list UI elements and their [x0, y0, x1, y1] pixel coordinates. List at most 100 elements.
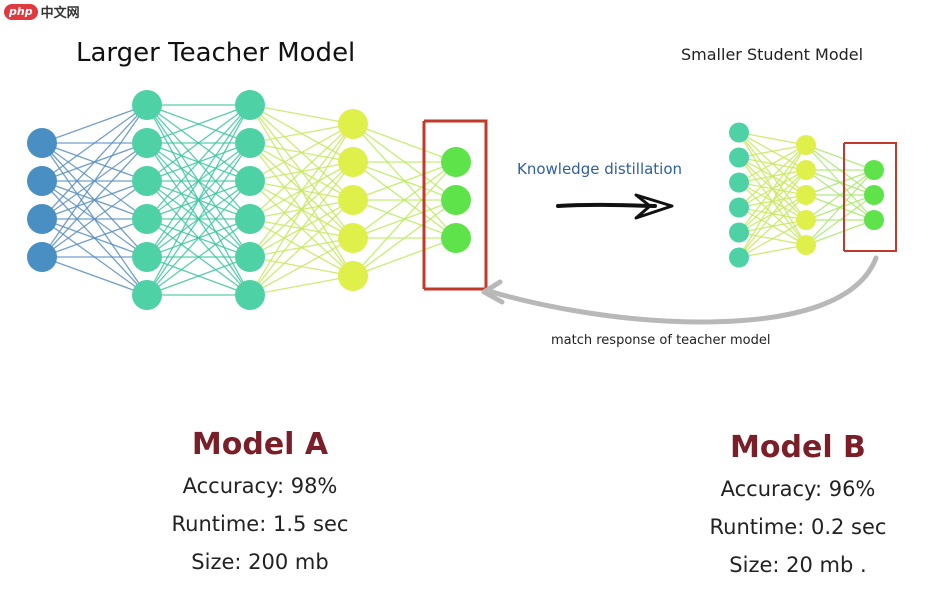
student-neuron — [729, 147, 749, 168]
teacher-connection — [41, 218, 148, 258]
distillation-arrow — [556, 193, 674, 220]
teacher-network — [27, 90, 471, 310]
teacher-model-title: Larger Teacher Model — [76, 38, 356, 68]
student-connection — [805, 144, 875, 171]
student-connection — [805, 169, 875, 196]
teacher-connection — [249, 161, 354, 296]
model-a-runtime: Runtime: 1.5 sec — [171, 512, 349, 536]
student-connection — [738, 131, 807, 146]
teacher-neuron — [132, 166, 162, 196]
teacher-connection — [146, 104, 251, 296]
teacher-connection — [352, 161, 457, 277]
teacher-connection — [146, 218, 251, 296]
student-connection — [738, 169, 807, 258]
student-neuron — [796, 160, 816, 180]
student-connection — [738, 144, 807, 159]
teacher-neuron — [235, 90, 265, 120]
model-a-size: Size: 200 mb — [191, 550, 329, 574]
student-neuron — [864, 185, 884, 205]
teacher-connection — [352, 123, 457, 163]
teacher-connection — [41, 104, 148, 182]
model-a-card: Model A Accuracy: 98% Runtime: 1.5 sec S… — [135, 425, 385, 581]
student-neuron — [864, 210, 884, 230]
model-b-accuracy: Accuracy: 96% — [720, 477, 876, 501]
student-connection — [738, 244, 807, 259]
match-response-label: match response of teacher model — [551, 333, 771, 348]
teacher-neuron — [132, 280, 162, 310]
student-connection — [738, 144, 807, 258]
student-neuron — [729, 122, 749, 143]
student-neuron — [796, 185, 816, 205]
student-connection — [805, 169, 875, 246]
student-neuron — [864, 160, 884, 180]
teacher-connection — [146, 104, 251, 220]
student-model-title: Smaller Student Model — [681, 45, 864, 64]
teacher-connection — [146, 104, 251, 182]
teacher-connection — [146, 180, 251, 296]
student-connection — [738, 144, 807, 233]
teacher-connection — [146, 142, 251, 296]
teacher-connection — [146, 104, 251, 258]
student-connection — [738, 144, 807, 184]
model-a-accuracy: Accuracy: 98% — [182, 474, 338, 498]
teacher-neuron — [441, 185, 471, 215]
model-a-name: Model A — [191, 427, 329, 462]
teacher-connection — [41, 104, 148, 258]
student-connection — [738, 219, 807, 259]
model-b-size: Size: 20 mb . — [729, 553, 867, 577]
watermark-text: 中文网 — [40, 6, 80, 21]
teacher-connection — [352, 199, 457, 277]
feedback-arrow — [481, 255, 879, 325]
teacher-connection — [146, 104, 251, 144]
student-connection — [738, 194, 807, 258]
teacher-neuron — [132, 242, 162, 272]
student-neuron — [796, 235, 816, 255]
teacher-output-box — [422, 119, 488, 291]
teacher-neuron — [27, 128, 57, 158]
site-watermark: php 中文网 — [4, 2, 80, 21]
watermark-logo: php — [4, 3, 38, 20]
teacher-neuron — [235, 166, 265, 196]
teacher-neuron — [27, 166, 57, 196]
teacher-connection — [249, 199, 354, 296]
teacher-connection — [249, 123, 354, 220]
teacher-neuron — [132, 128, 162, 158]
teacher-neuron — [132, 204, 162, 234]
teacher-neuron — [235, 128, 265, 158]
teacher-connection — [352, 161, 457, 201]
teacher-connection — [41, 104, 148, 144]
teacher-neuron — [338, 147, 368, 177]
teacher-connection — [41, 142, 148, 258]
teacher-connection — [146, 256, 251, 296]
student-network — [729, 122, 884, 268]
student-neuron — [729, 172, 749, 193]
student-neuron — [729, 247, 749, 268]
model-b-card: Model B Accuracy: 96% Runtime: 0.2 sec S… — [673, 428, 923, 584]
teacher-connection — [249, 237, 354, 296]
teacher-connection — [352, 237, 457, 277]
teacher-neuron — [441, 223, 471, 253]
student-neuron — [796, 210, 816, 230]
teacher-neuron — [235, 280, 265, 310]
teacher-connection — [249, 123, 354, 144]
student-output-box — [843, 142, 897, 252]
student-neuron — [729, 197, 749, 218]
teacher-connection — [249, 275, 354, 296]
model-b-name: Model B — [730, 430, 866, 465]
teacher-connection — [41, 256, 148, 296]
student-neuron — [729, 222, 749, 243]
model-b-runtime: Runtime: 0.2 sec — [709, 515, 887, 539]
teacher-connection — [41, 180, 148, 258]
student-neuron — [796, 135, 816, 155]
teacher-connection — [249, 104, 354, 125]
teacher-neuron — [132, 90, 162, 120]
student-connection — [805, 194, 875, 246]
teacher-connection — [249, 123, 354, 182]
student-connection — [805, 219, 875, 246]
teacher-neuron — [27, 242, 57, 272]
knowledge-distillation-label: Knowledge distillation — [517, 160, 683, 178]
teacher-neuron — [338, 185, 368, 215]
teacher-neuron — [338, 261, 368, 291]
teacher-neuron — [235, 204, 265, 234]
